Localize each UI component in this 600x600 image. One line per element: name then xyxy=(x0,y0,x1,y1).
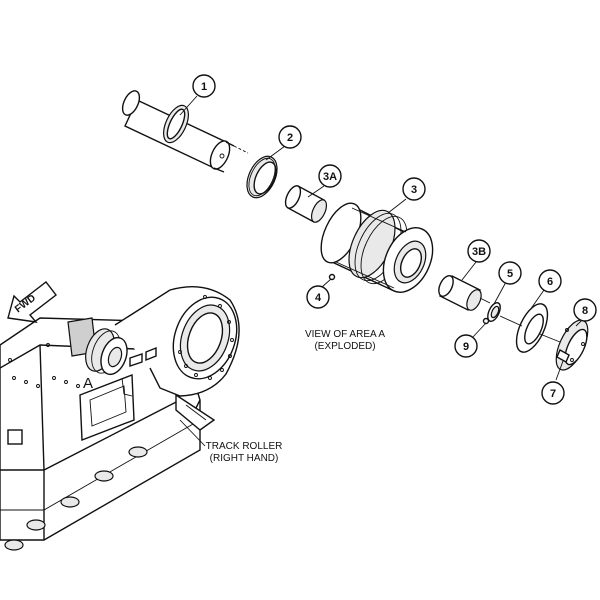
svg-text:7: 7 xyxy=(550,388,556,400)
track-roller-caption-line-1: TRACK ROLLER xyxy=(206,441,283,452)
callout-5: 5 xyxy=(498,261,522,285)
part-2-seal-ring xyxy=(246,155,278,199)
installed-track-roller xyxy=(67,317,133,397)
svg-text:2: 2 xyxy=(287,132,293,144)
part-6-gasket xyxy=(515,303,549,353)
part-7-bolt xyxy=(556,349,570,363)
svg-text:9: 9 xyxy=(463,341,469,353)
svg-text:8: 8 xyxy=(582,305,588,317)
part-3a-bushing xyxy=(284,185,328,223)
callout-4: 4 xyxy=(306,285,330,309)
svg-text:1: 1 xyxy=(201,81,207,93)
svg-text:3: 3 xyxy=(411,184,417,196)
part-4-plug xyxy=(328,273,336,281)
bottom-rollers xyxy=(4,446,148,551)
callout-3b: 3B xyxy=(467,239,491,263)
view-caption-line-1: VIEW OF AREA A xyxy=(305,329,385,340)
view-caption-line-2: (EXPLODED) xyxy=(314,341,375,352)
callout-2: 2 xyxy=(278,125,302,149)
svg-text:3B: 3B xyxy=(472,246,486,258)
callout-3a: 3A xyxy=(318,164,342,188)
forward-direction-arrow: FWD xyxy=(7,281,57,323)
part-1-shaft xyxy=(121,90,235,173)
part-3b-bushing xyxy=(438,275,482,311)
track-roller-caption-line-2: (RIGHT HAND) xyxy=(210,453,279,464)
callout-1: 1 xyxy=(192,74,216,98)
callout-8: 8 xyxy=(573,298,597,322)
svg-text:6: 6 xyxy=(547,276,553,288)
part-8-end-cover xyxy=(555,319,589,371)
alignment-axis xyxy=(233,145,561,343)
svg-text:3A: 3A xyxy=(323,171,337,183)
svg-text:5: 5 xyxy=(507,268,513,280)
callout-6: 6 xyxy=(538,269,562,293)
callout-9: 9 xyxy=(454,334,478,358)
leader-lines xyxy=(179,95,583,381)
track-frame xyxy=(0,285,240,551)
callout-3: 3 xyxy=(402,177,426,201)
area-a-label: A xyxy=(83,375,93,392)
part-9-pin xyxy=(482,317,490,325)
svg-text:4: 4 xyxy=(315,292,322,304)
callout-7: 7 xyxy=(541,381,565,405)
part-3-roller xyxy=(320,202,434,293)
part-5-collar xyxy=(487,301,501,323)
